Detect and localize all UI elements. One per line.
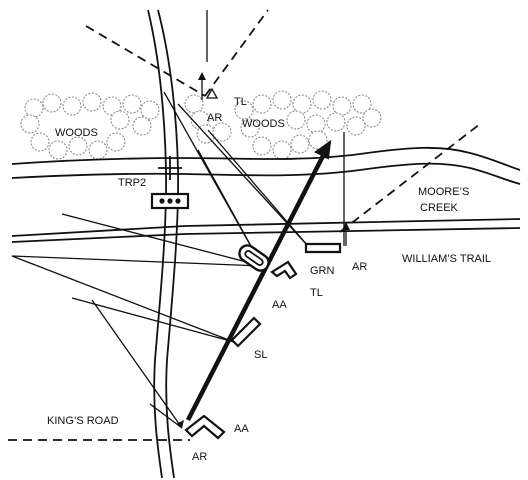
tree-blob (252, 94, 272, 114)
label-kings-road: KING’S ROAD (47, 415, 119, 427)
label-williams-trail: WILLIAM’S TRAIL (402, 253, 491, 265)
tree-blob (48, 140, 68, 160)
tree-blob (234, 100, 254, 120)
label-ar-right: AR (352, 261, 367, 273)
tree-blob (290, 134, 310, 154)
tree-blob (140, 100, 160, 120)
aa-bottom-position-symbol (184, 414, 226, 440)
label-grn: GRN (310, 265, 335, 277)
tree-blob (272, 140, 292, 160)
tree-blob (88, 140, 108, 160)
tree-blob (308, 130, 328, 150)
woods-tree-clusters (20, 90, 382, 160)
cross-marker-icon (158, 156, 182, 180)
tracked-vehicle-icon (238, 244, 270, 272)
grn-position-symbol (304, 242, 342, 254)
tree-blob (24, 98, 44, 118)
label-sl: SL (254, 349, 267, 361)
label-tl-top: TL (234, 96, 247, 108)
north-south-road-west (147, 9, 167, 479)
williams-trail-upper (11, 218, 521, 237)
direction-arrow-head (314, 139, 332, 160)
ar-bottom-arrow-head (176, 420, 184, 428)
sector-line-a (61, 213, 263, 267)
label-tl-mid: TL (310, 287, 323, 299)
sector-line-h (207, 129, 309, 247)
tree-blob (332, 96, 352, 116)
platoon-dots-icon (150, 192, 190, 210)
tl-triangle-icon (205, 87, 219, 99)
label-woods-right: WOODS (242, 118, 285, 130)
sl-position-symbol (230, 316, 262, 348)
tree-blob (20, 114, 40, 134)
tree-blob (312, 90, 332, 110)
tree-blob (292, 94, 312, 114)
dashed-sector-line-east (339, 123, 481, 233)
tree-blob (212, 122, 232, 142)
dashed-sector-line-nw (85, 25, 206, 97)
williams-trail-lower (11, 227, 521, 243)
label-aa-mid: AA (272, 299, 287, 311)
tree-blob (82, 92, 102, 112)
label-moores-creek-2: CREEK (420, 202, 459, 214)
tree-blob (286, 110, 306, 130)
tree-blob (106, 132, 126, 152)
label-moores-creek-1: MOORE’S (418, 186, 469, 198)
sector-line-g (177, 103, 309, 247)
tree-blob (240, 118, 260, 138)
tree-blob (68, 136, 88, 156)
label-woods-left: WOODS (55, 127, 98, 139)
tree-blob (326, 112, 346, 132)
tree-blob (306, 114, 326, 134)
tree-blob (30, 132, 50, 152)
ar-right-arrow-head (342, 222, 350, 230)
label-trp2: TRP2 (118, 177, 146, 189)
tree-blob (110, 110, 130, 130)
dashed-sector-line-ne (204, 9, 269, 97)
tree-blob (346, 116, 366, 136)
tree-blob (272, 90, 292, 110)
tree-blob (362, 108, 382, 128)
tree-blob (132, 116, 152, 136)
tree-blob (62, 96, 82, 116)
direction-arrow-shaft (185, 148, 329, 422)
sector-line-d (71, 297, 235, 343)
tree-blob (42, 93, 62, 113)
tree-blob (352, 94, 372, 114)
sector-line-i (91, 299, 183, 429)
label-ar-top: AR (207, 112, 222, 124)
label-aa-bottom: AA (234, 423, 249, 435)
sector-line-c (11, 255, 235, 343)
tl-position-symbol (270, 260, 298, 280)
tree-blob (122, 94, 142, 114)
moores-creek-upper-bank (11, 146, 521, 171)
north-south-road-east (157, 9, 179, 479)
tree-blob (184, 94, 204, 114)
tl-arrow-head (198, 72, 206, 80)
sector-line-b (11, 255, 263, 267)
label-ar-bottom: AR (192, 451, 207, 463)
tree-blob (252, 136, 272, 156)
moores-creek-lower-bank (11, 162, 521, 185)
